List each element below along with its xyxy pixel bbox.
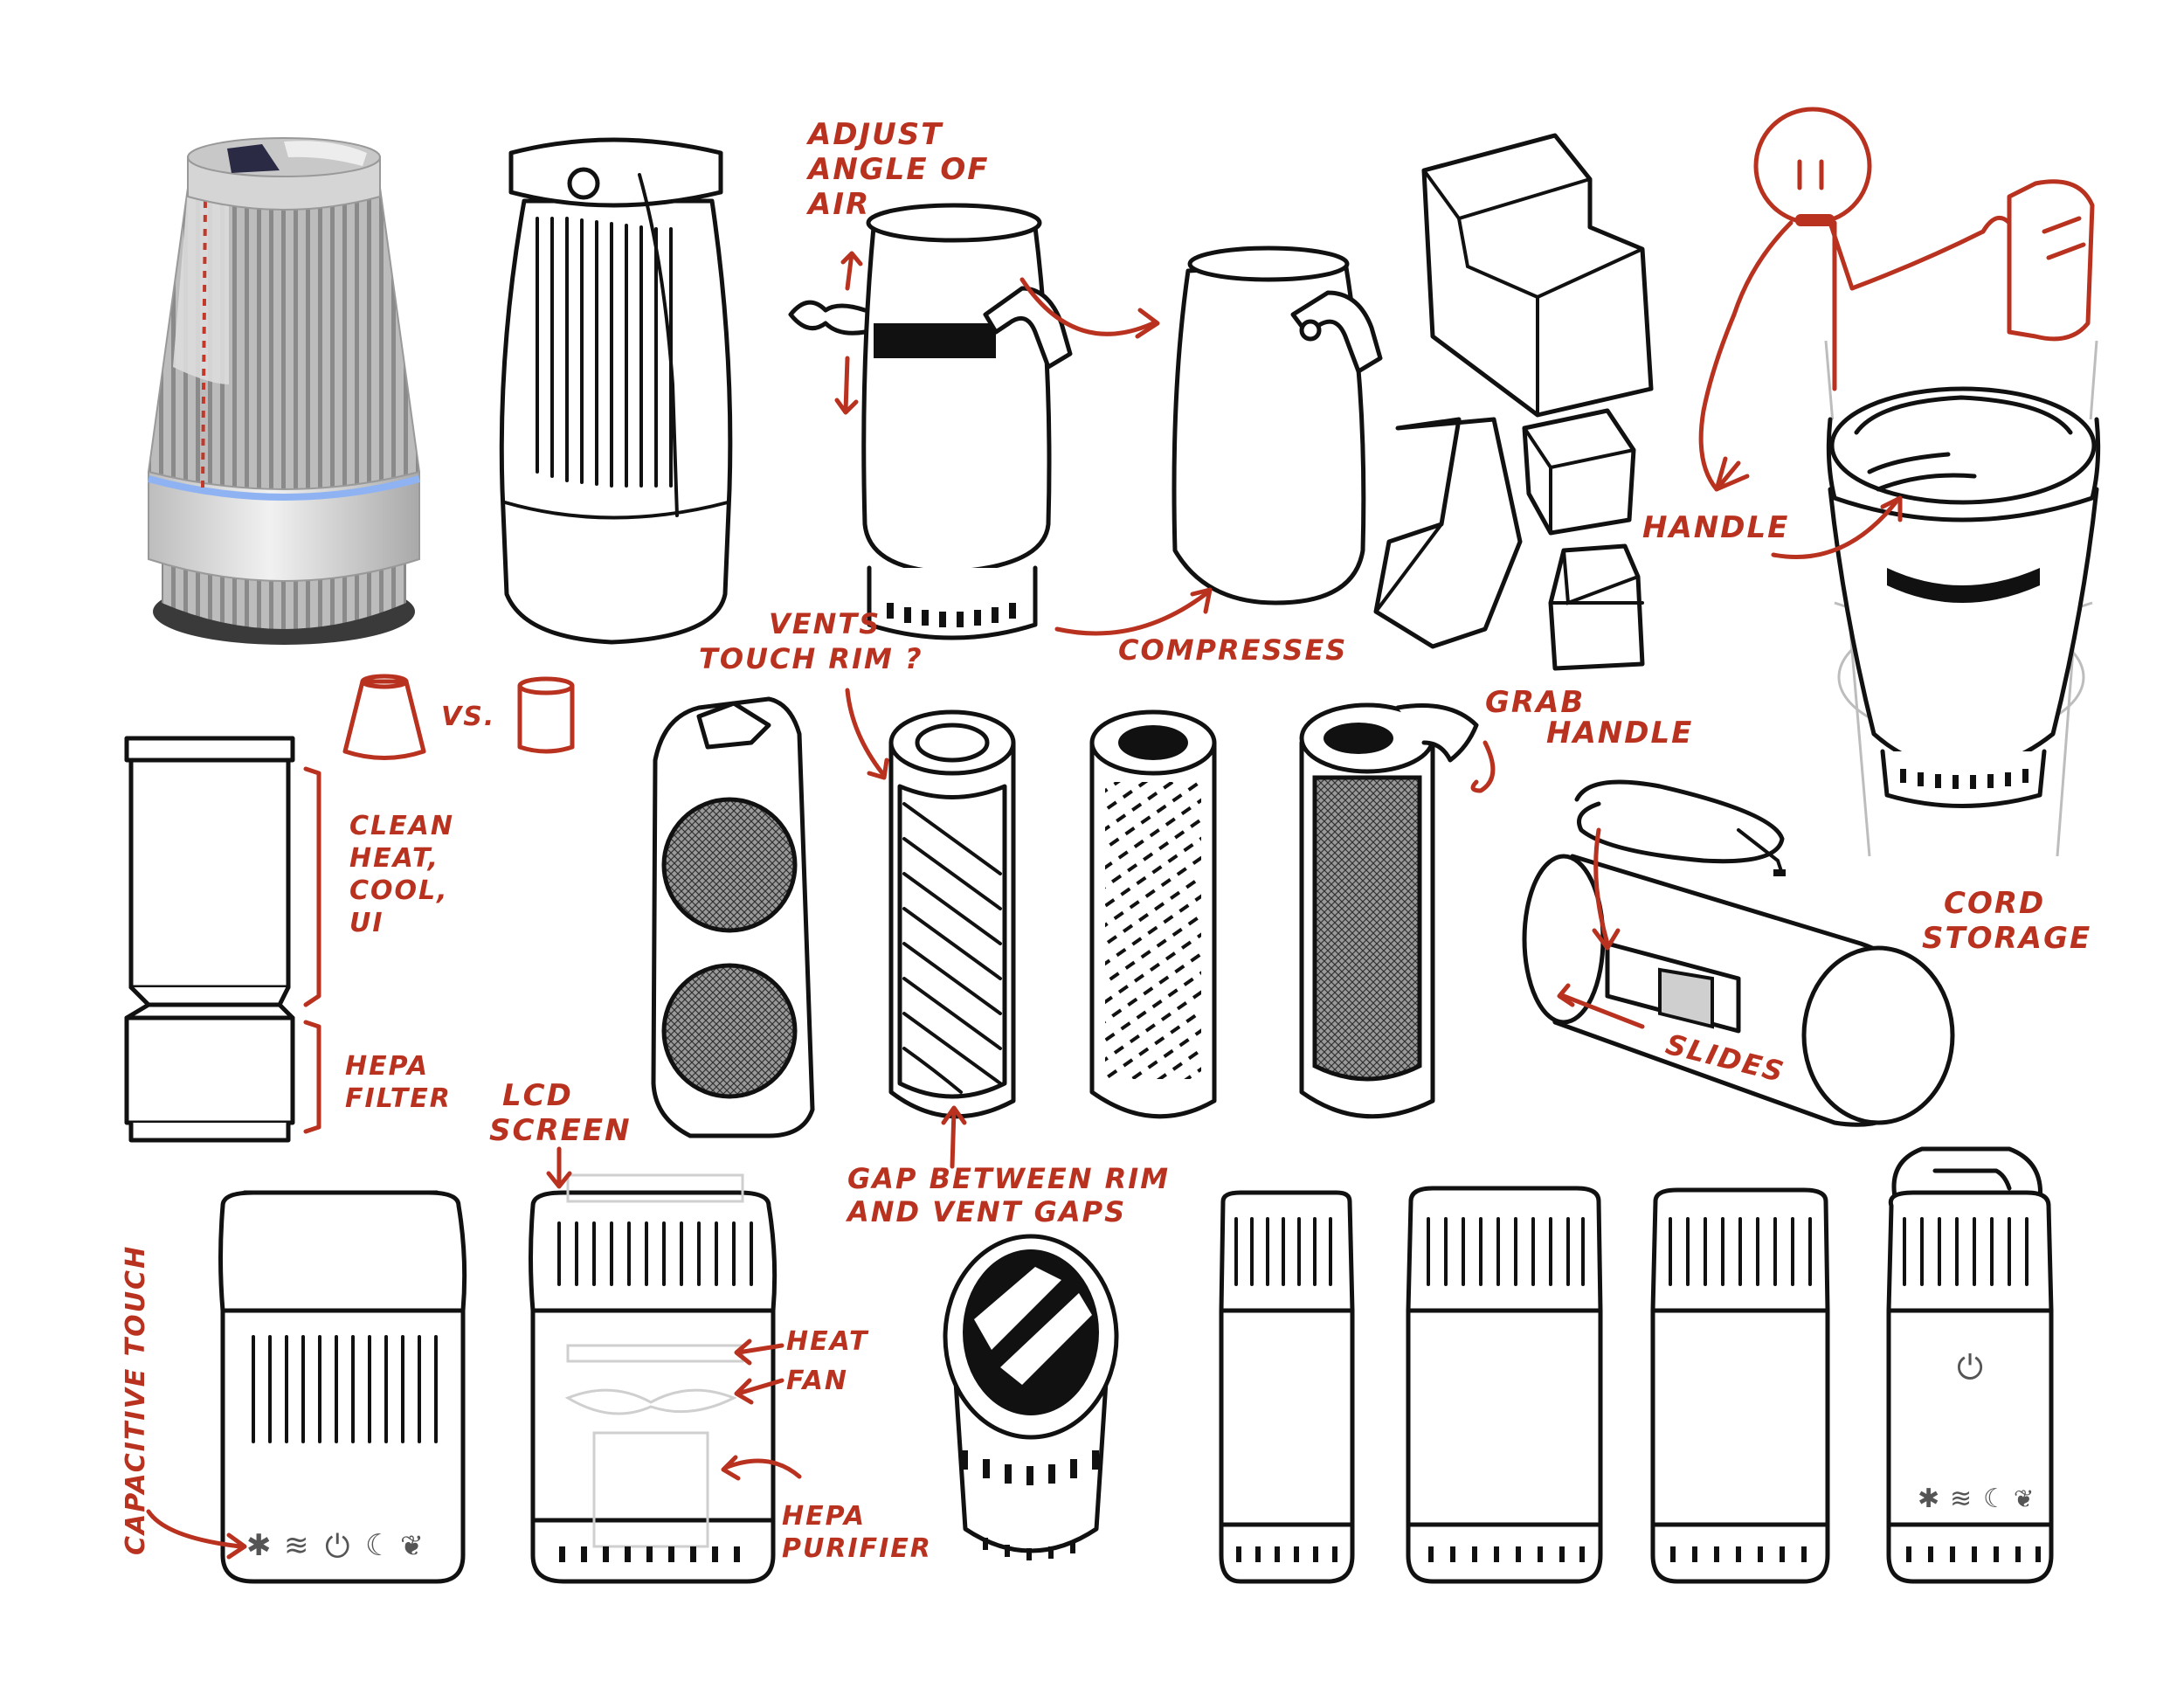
note-clean-1: CLEAN — [349, 811, 454, 841]
snowflake-icon[interactable]: ✱ — [1918, 1484, 1939, 1514]
can-sketch-adjustable-angle — [788, 203, 1073, 640]
touch-arrow — [146, 1509, 243, 1549]
person-sketch — [1698, 107, 2095, 492]
note-gap-2: AND VENT GAPS — [845, 1195, 1126, 1228]
note-fan: FAN — [786, 1366, 848, 1396]
note-clean-3: COOL, — [349, 875, 449, 906]
cord-storage-cylinder — [1522, 779, 1955, 1127]
lower-bracket — [303, 1020, 321, 1134]
note-clean-4: UI — [349, 908, 384, 938]
leaf-icon[interactable]: ❦ — [400, 1529, 424, 1562]
variant-unit-3 — [1650, 1187, 1830, 1584]
compress-arrow — [1054, 591, 1208, 636]
cylinder-grab-handle — [1299, 702, 1479, 1119]
slides-arrow-head — [1557, 983, 1575, 1007]
purifier-render — [147, 137, 421, 645]
vents-rim-arrow — [845, 688, 885, 776]
gap-arrow — [941, 1105, 967, 1169]
note-vs: VS. — [441, 702, 495, 732]
power-icon[interactable]: ⏻ — [1957, 1348, 1983, 1387]
note-heat: HEAT — [786, 1326, 869, 1357]
hepa-arrow — [721, 1455, 802, 1481]
note-grab-1: GRAB — [1485, 685, 1585, 720]
note-vents-1: VENTS — [769, 607, 881, 640]
vents-rim-arrow-head — [867, 758, 889, 780]
fan-arrow — [734, 1378, 784, 1405]
note-gap-1: GAP BETWEEN RIM — [847, 1162, 1170, 1195]
note-hepa-purifier-2: PURIFIER — [782, 1533, 932, 1564]
note-clean-2: HEAT, — [349, 843, 439, 874]
grab-arrow — [1470, 740, 1496, 793]
snowflake-icon[interactable]: ✱ — [246, 1528, 272, 1563]
note-cord-1: CORD — [1944, 886, 2045, 921]
power-icon[interactable]: ⏻ — [325, 1529, 349, 1565]
heat-waves-icon[interactable]: ≋ — [284, 1528, 309, 1563]
cord-arrow — [1593, 827, 1610, 946]
note-adjust-3: AIR — [805, 187, 870, 222]
note-hepa-filter-1: HEPA — [345, 1051, 429, 1082]
annotations: ADJUST ANGLE OF AIR COMPRESSES VENTS TOU… — [121, 117, 2091, 1564]
lcd-arrow — [546, 1146, 572, 1189]
controls-row: ✱ ≋ ☾ ❦ — [1918, 1484, 2034, 1514]
angle-arrows — [834, 251, 1160, 415]
upper-bracket — [303, 766, 321, 1007]
form-blocks — [1373, 133, 1654, 671]
compress-arrow-head — [1190, 587, 1213, 614]
note-hepa-purifier-1: HEPA — [782, 1501, 866, 1532]
cylinder-dotted-vents — [1089, 709, 1217, 1119]
can-tilted-top-view — [943, 1234, 1119, 1560]
can-sketch-top-handle — [1824, 340, 2101, 857]
stacked-module-sketch — [124, 736, 295, 1143]
note-adjust-2: ANGLE OF — [805, 152, 990, 187]
variant-unit-1 — [1219, 1190, 1355, 1584]
note-grab-2: HANDLE — [1546, 716, 1693, 751]
controls-row: ✱ ≋ ⏻ ☾ ❦ — [246, 1528, 424, 1565]
handle-arrow — [1771, 500, 1898, 559]
handle-arrow-head — [1880, 495, 1903, 522]
leaf-icon[interactable]: ❦ — [2014, 1484, 2034, 1513]
moon-icon[interactable]: ☾ — [365, 1528, 391, 1563]
note-hepa-filter-2: FILTER — [345, 1083, 452, 1114]
heat-waves-icon[interactable]: ≋ — [1950, 1484, 1972, 1514]
slides-arrow — [1561, 993, 1645, 1029]
note-cord-2: STORAGE — [1922, 921, 2091, 956]
unit-exploded-internals — [529, 1173, 778, 1584]
note-compresses: COMPRESSES — [1118, 633, 1347, 667]
can-sketch-compressed — [1171, 246, 1383, 605]
shape-comparison — [342, 674, 575, 760]
cylinder-dual-grille — [651, 696, 815, 1138]
can-sketch-with-handle — [499, 137, 733, 645]
variant-unit-2 — [1406, 1186, 1603, 1584]
unit-capacitive-touch: ✱ ≋ ⏻ ☾ ❦ — [218, 1190, 467, 1584]
heat-arrow — [734, 1339, 784, 1366]
cord-arrow-head — [1592, 928, 1621, 951]
touch-arrow-head — [226, 1532, 247, 1560]
cylinder-diagonal-vents — [888, 709, 1016, 1119]
moon-icon[interactable]: ☾ — [1983, 1484, 2007, 1514]
note-lcd-1: LCD — [502, 1078, 573, 1113]
note-handle: HANDLE — [1642, 510, 1789, 545]
note-adjust-1: ADJUST — [805, 117, 943, 152]
note-capacitive: CAPACITIVE TOUCH — [121, 1245, 151, 1555]
note-vents-2: TOUCH RIM ? — [699, 642, 923, 675]
variant-unit-4: ⏻ ✱ ≋ ☾ ❦ — [1886, 1146, 2054, 1584]
note-lcd-2: SCREEN — [489, 1113, 632, 1148]
